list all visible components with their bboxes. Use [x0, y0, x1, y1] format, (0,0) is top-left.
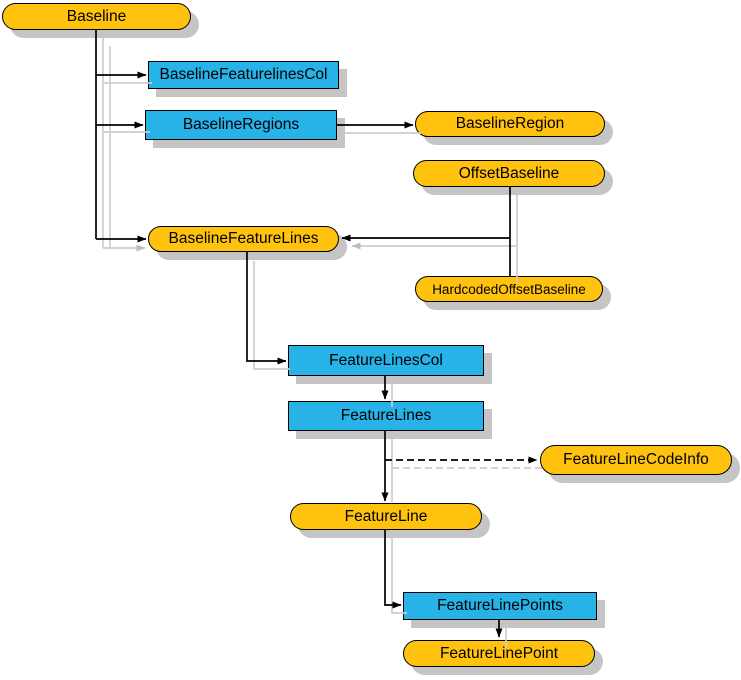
edge-feature-line-to-points	[384, 530, 402, 609]
node-baseline-feature-lines[interactable]: BaselineFeatureLines	[148, 226, 339, 252]
node-feature-lines-col[interactable]: FeatureLinesCol	[288, 345, 484, 376]
node-baseline-region[interactable]: BaselineRegion	[415, 111, 605, 137]
node-baseline[interactable]: Baseline	[2, 3, 191, 30]
node-feature-line-code-info[interactable]: FeatureLineCodeInfo	[540, 445, 732, 475]
node-baseline-regions[interactable]: BaselineRegions	[145, 110, 337, 140]
node-feature-lines[interactable]: FeatureLines	[288, 401, 484, 431]
node-feature-line-point[interactable]: FeatureLinePoint	[403, 640, 595, 667]
edge-feature-lines-to-col	[246, 252, 287, 365]
shadow-edge-to-feature-lines-col	[253, 261, 290, 370]
node-feature-line-points[interactable]: FeatureLinePoints	[403, 592, 597, 620]
node-baseline-featurelines-col[interactable]: BaselineFeaturelinesCol	[148, 61, 339, 89]
node-hardcoded-offset-baseline[interactable]: HardcodedOffsetBaseline	[415, 276, 603, 302]
node-offset-baseline[interactable]: OffsetBaseline	[413, 160, 605, 187]
node-feature-line[interactable]: FeatureLine	[290, 503, 482, 530]
